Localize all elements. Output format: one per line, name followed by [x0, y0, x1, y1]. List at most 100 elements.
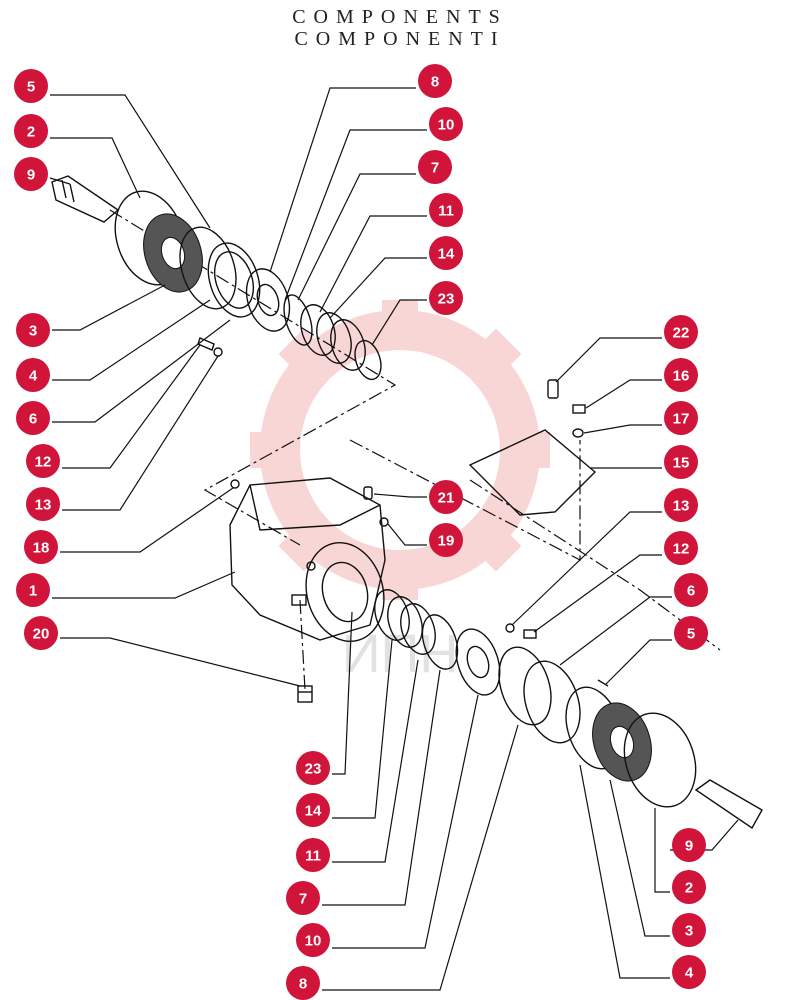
leader-line-6: [559, 596, 672, 666]
callout-badge-6[interactable]: 6: [16, 401, 50, 435]
callout-label: 20: [33, 626, 50, 643]
leader-line-1: [52, 571, 236, 599]
leader-line-14: [329, 257, 427, 319]
callout-label: 5: [27, 79, 35, 96]
callout-badge-23[interactable]: 23: [429, 281, 463, 315]
lower-cover-2: [623, 712, 697, 808]
leader-line-14: [332, 639, 393, 819]
upper-shaft-9: [51, 175, 120, 223]
callout-badge-12[interactable]: 12: [26, 444, 60, 478]
lower-ring-8: [498, 646, 552, 726]
title-line-italian: COMPONENTI: [294, 28, 506, 50]
callout-circle: [296, 793, 330, 827]
leader-line-9: [49, 177, 71, 185]
leader-line-2: [50, 137, 141, 199]
callout-badge-20[interactable]: 20: [24, 616, 58, 650]
callout-label: 15: [673, 455, 690, 472]
callout-badge-5[interactable]: 5: [674, 616, 708, 650]
callout-badge-17[interactable]: 17: [664, 401, 698, 435]
callout-badge-19[interactable]: 19: [429, 523, 463, 557]
callout-badge-10[interactable]: 10: [296, 923, 330, 957]
callout-badge-7[interactable]: 7: [418, 150, 452, 184]
callout-badges: 5293461213181208107111423221617152119131…: [14, 64, 708, 1000]
callout-circle: [296, 751, 330, 785]
callout-badge-23[interactable]: 23: [296, 751, 330, 785]
callout-label: 17: [673, 411, 690, 428]
callout-circle: [429, 281, 463, 315]
lower-pistons-7-10: [455, 628, 501, 696]
washer-17: [572, 428, 584, 438]
leader-line-5: [50, 94, 211, 229]
callout-badge-5[interactable]: 5: [14, 69, 48, 103]
callout-badge-18[interactable]: 18: [24, 530, 58, 564]
callout-circle: [674, 616, 708, 650]
leader-line-11: [319, 215, 427, 313]
callout-circle: [24, 530, 58, 564]
leader-line-10: [284, 129, 427, 301]
callout-badge-9[interactable]: 9: [14, 157, 48, 191]
callout-badge-12[interactable]: 12: [664, 531, 698, 565]
callout-circle: [14, 69, 48, 103]
callout-badge-9[interactable]: 9: [672, 828, 706, 862]
leader-line-4: [579, 764, 670, 979]
callout-badge-10[interactable]: 10: [429, 107, 463, 141]
callout-badge-14[interactable]: 14: [296, 793, 330, 827]
callout-badge-13[interactable]: 13: [26, 487, 60, 521]
callout-badge-2[interactable]: 2: [14, 114, 48, 148]
callout-badge-4[interactable]: 4: [672, 955, 706, 989]
callout-label: 12: [673, 541, 690, 558]
callout-circle: [674, 573, 708, 607]
leader-line-8: [322, 724, 519, 991]
callout-label: 19: [438, 533, 455, 550]
callout-circle: [672, 955, 706, 989]
callout-badge-21[interactable]: 21: [429, 480, 463, 514]
callout-circle: [664, 358, 698, 392]
callout-label: 11: [305, 848, 321, 865]
callout-circle: [24, 616, 58, 650]
leader-line-7: [322, 669, 441, 906]
callout-label: 14: [438, 246, 455, 263]
callout-badge-16[interactable]: 16: [664, 358, 698, 392]
leader-line-5: [605, 639, 672, 685]
callout-circle: [26, 444, 60, 478]
callout-label: 1: [29, 583, 37, 600]
callout-badge-8[interactable]: 8: [286, 966, 320, 1000]
callout-label: 21: [438, 490, 455, 507]
callout-circle: [672, 870, 706, 904]
bolt-18: [230, 479, 240, 489]
leader-line-7: [297, 173, 416, 301]
axis-lines: [109, 209, 721, 691]
callout-badge-3[interactable]: 3: [672, 913, 706, 947]
callout-label: 13: [35, 497, 52, 514]
callout-badge-2[interactable]: 2: [672, 870, 706, 904]
callout-badge-7[interactable]: 7: [286, 881, 320, 915]
callout-badge-4[interactable]: 4: [16, 358, 50, 392]
leader-line-4: [52, 299, 211, 381]
callout-badge-6[interactable]: 6: [674, 573, 708, 607]
callout-badge-8[interactable]: 8: [418, 64, 452, 98]
callout-badge-3[interactable]: 3: [16, 313, 50, 347]
lower-clutch-pack-14-11: [374, 589, 459, 670]
leader-line-19: [387, 523, 427, 546]
callout-badge-11[interactable]: 11: [429, 193, 463, 227]
callout-circle: [664, 531, 698, 565]
callout-circle: [286, 966, 320, 1000]
leader-line-3: [52, 284, 166, 331]
callout-badge-22[interactable]: 22: [664, 315, 698, 349]
callout-label: 16: [673, 368, 690, 385]
leader-line-13: [62, 355, 219, 511]
callout-badge-13[interactable]: 13: [664, 488, 698, 522]
callout-circle: [296, 923, 330, 957]
cover-plate-15: [468, 429, 597, 516]
callout-circle: [664, 401, 698, 435]
callout-label: 7: [431, 160, 439, 177]
callout-badge-1[interactable]: 1: [16, 573, 50, 607]
callout-circle: [429, 480, 463, 514]
callout-badge-11[interactable]: 11: [296, 838, 330, 872]
callout-badge-15[interactable]: 15: [664, 445, 698, 479]
callout-circle: [26, 487, 60, 521]
callout-label: 22: [673, 325, 690, 342]
callout-circle: [418, 64, 452, 98]
callout-badge-14[interactable]: 14: [429, 236, 463, 270]
